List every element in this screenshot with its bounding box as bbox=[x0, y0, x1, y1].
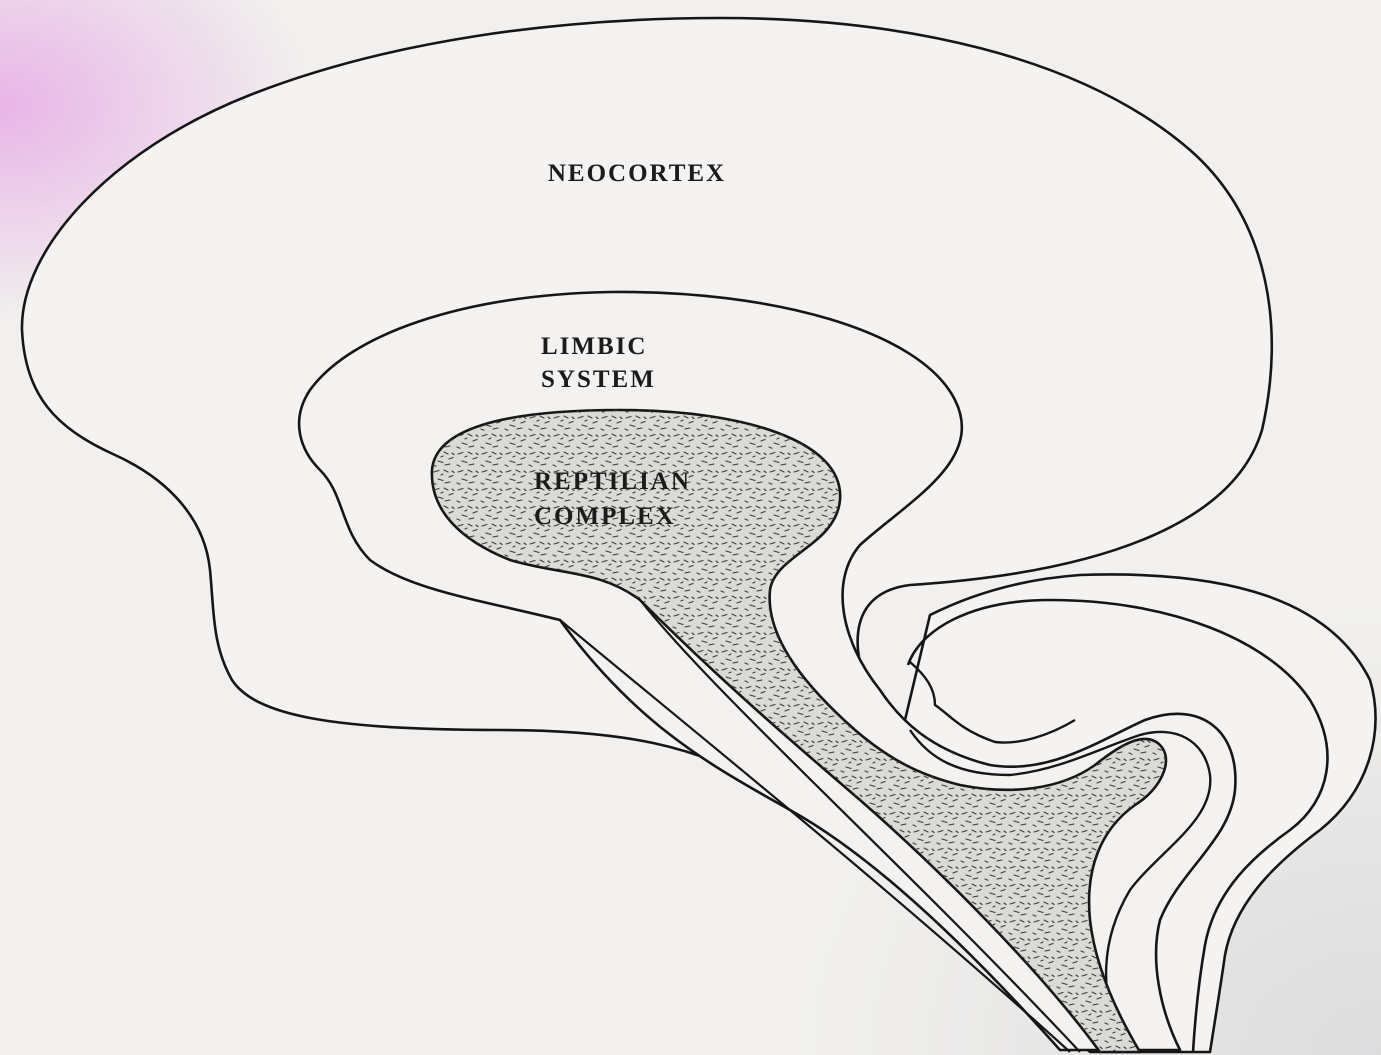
limbic-label-line1: LIMBIC bbox=[541, 333, 647, 360]
reptilian-label-line1: REPTILIAN bbox=[534, 468, 691, 495]
neocortex-label: NEOCORTEX bbox=[548, 160, 726, 187]
reptilian-label-line2: COMPLEX bbox=[534, 503, 676, 530]
limbic-label-line2: SYSTEM bbox=[541, 366, 656, 393]
